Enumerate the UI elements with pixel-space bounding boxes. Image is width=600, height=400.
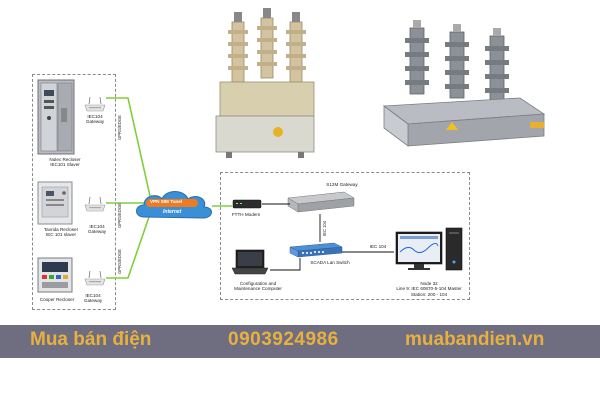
cooper-recloser-controller-image <box>37 257 73 293</box>
field-devices-group <box>32 74 116 310</box>
internet-label: Internet <box>163 209 182 215</box>
phone-number: 0903924986 <box>228 329 339 350</box>
iec104-gateway-router-1 <box>84 96 106 112</box>
iec104-gateway-router-3 <box>84 270 106 286</box>
internet-cloud-icon <box>136 191 212 219</box>
tavrida-recloser-cabinet-image <box>37 181 73 225</box>
configuration-laptop-icon <box>232 249 268 275</box>
master-station-label: Node 32 Line 9: IEC 60870-5-104 Master S… <box>396 281 462 297</box>
vpn-sim-tunnel-label: VPN SIM Tunel <box>150 199 183 204</box>
gateway-label-2: IEC104 Gateway <box>87 224 107 235</box>
configuration-computer-label: Configuration and Maintenance Computer <box>234 281 282 292</box>
iec104-vertical-label: IEC 104 <box>322 220 327 236</box>
website-link[interactable]: muabandien.vn <box>405 329 545 350</box>
ftth-modem-label: FTTH Modem <box>231 212 261 217</box>
tavrida-recloser-label: Tavrida Recloser IEC 101 slaver <box>43 227 79 238</box>
ftth-modem-icon <box>232 199 262 209</box>
nulec-recloser-cabinet-image <box>37 79 75 155</box>
scada-lan-switch-icon <box>289 242 343 258</box>
scada-lan-switch-label: SCADA Lan Switch <box>310 260 350 265</box>
contact-banner: Mua bán điện 0903924986 muabandien.vn <box>0 325 600 358</box>
gateway-label-1: IEC104 Gateway <box>85 114 105 125</box>
iec104-link-label: IEC 104 <box>369 244 387 249</box>
brand-name: Mua bán điện <box>30 329 152 350</box>
master-station-workstation-icon <box>395 227 463 271</box>
nulec-recloser-label: Nulec Recloser IEC101 Slaver <box>49 157 81 168</box>
cooper-recloser-label: Cooper Recloser <box>39 297 75 302</box>
s2m-gateway-icon <box>287 191 355 213</box>
control-center-group <box>220 172 470 300</box>
gateway-label-3: IEC104 Gateway <box>83 293 103 304</box>
s2m-gateway-label: S12M Gateway <box>326 182 358 187</box>
beige-recloser-image <box>215 8 315 158</box>
iec104-gateway-router-2 <box>84 196 106 212</box>
grey-recloser-image <box>382 20 546 147</box>
